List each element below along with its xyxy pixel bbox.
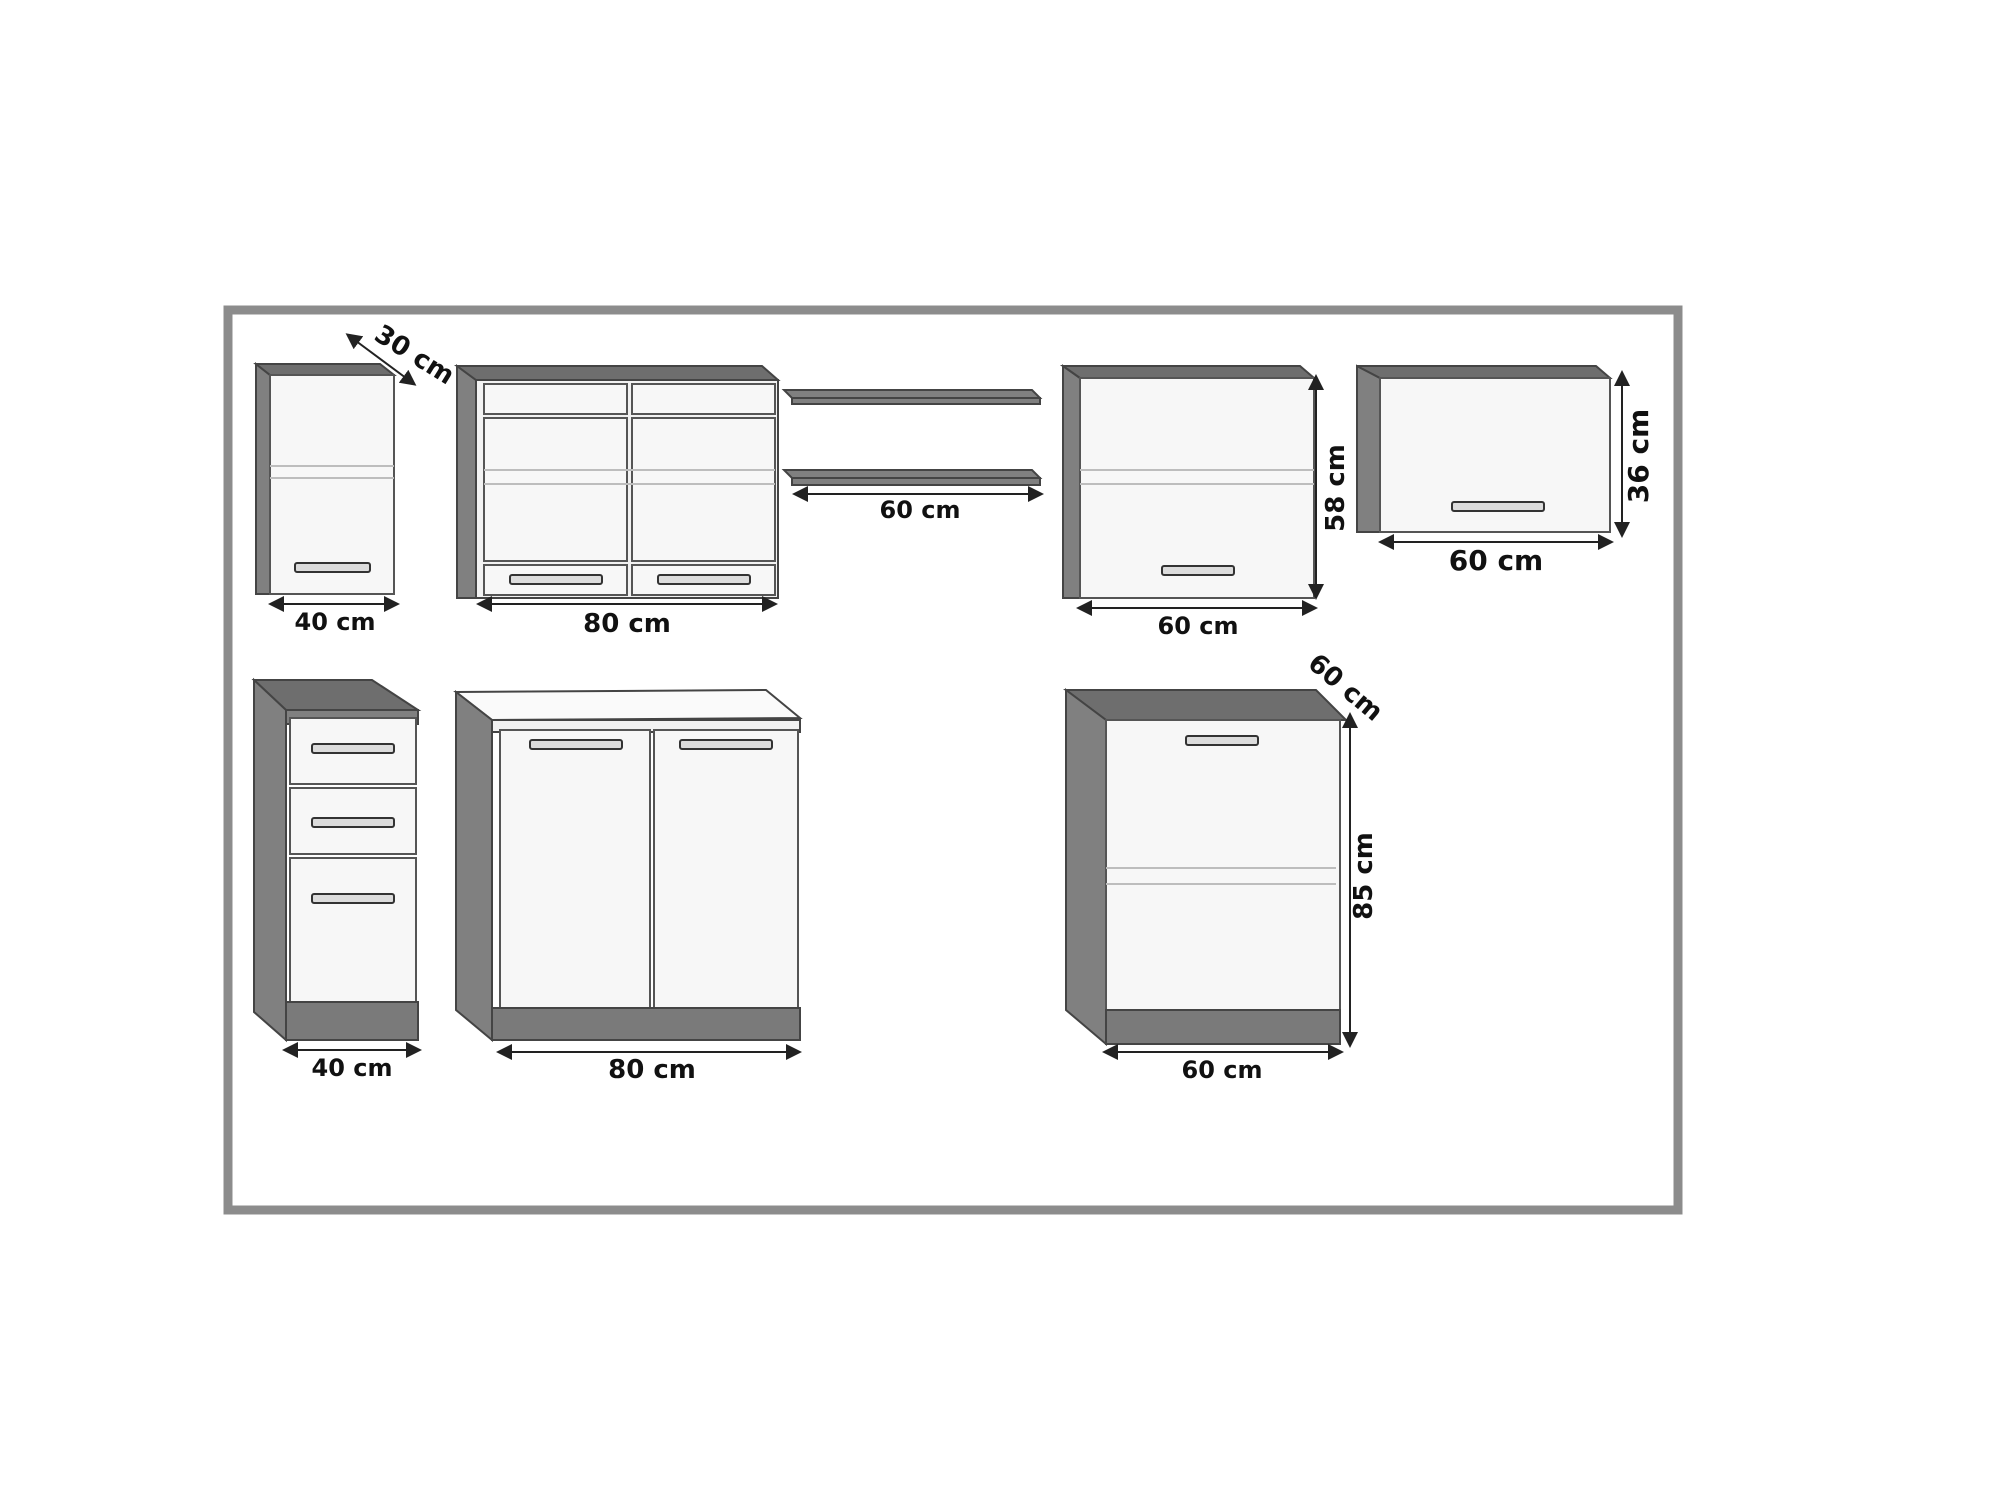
handle [679, 739, 773, 750]
handle [1451, 501, 1545, 512]
label-wall-80: 80 cm [583, 609, 671, 639]
handle [657, 574, 751, 585]
handle [1161, 565, 1235, 576]
label-base-60: 60 cm [1182, 1056, 1263, 1084]
label-wall-height: 58 cm [1321, 444, 1351, 532]
handle [311, 893, 395, 904]
handle [294, 562, 371, 573]
hood-cabinet-60 [1356, 364, 1613, 533]
handle [311, 817, 395, 828]
handle [509, 574, 603, 585]
base-cabinet-60 [1063, 688, 1349, 1047]
label-base-40: 40 cm [312, 1054, 393, 1082]
label-wall-60: 60 cm [1158, 612, 1239, 640]
label-base-height: 85 cm [1349, 832, 1379, 920]
label-base-80: 80 cm [608, 1055, 696, 1085]
label-hood-60: 60 cm [1449, 544, 1544, 577]
handle [311, 743, 395, 754]
handle [1185, 735, 1259, 746]
wall-cabinet-40 [253, 361, 397, 595]
wall-cabinet-80 [453, 364, 781, 599]
wall-shelves-60 [781, 389, 1043, 486]
label-shelf-60: 60 cm [880, 496, 961, 524]
wall-cabinet-60 [1059, 364, 1317, 599]
label-wall-40: 40 cm [295, 608, 376, 636]
base-cabinet-80 [453, 688, 803, 1043]
base-drawer-cabinet-40 [251, 677, 422, 1043]
handle [529, 739, 623, 750]
label-hood-height: 36 cm [1622, 409, 1655, 504]
